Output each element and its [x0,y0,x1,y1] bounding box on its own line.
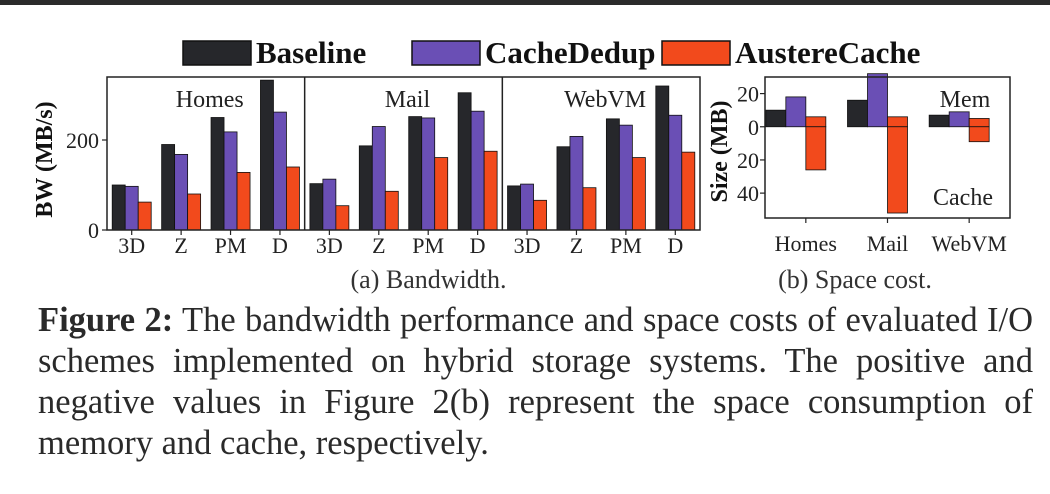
top-border [0,0,1050,5]
x-tick-label-z: Z [570,233,583,258]
bar-webvm-d-cachededup [668,114,683,231]
bar-mail-3d-cachededup [322,178,337,231]
caption-label: Figure 2: [38,301,174,339]
bar-webvm-pm-cachededup [618,124,633,231]
x-tick-label-z: Z [174,233,187,258]
bar-homes-z-austerecache [187,193,202,231]
legend-label-baseline: Baseline [256,35,366,70]
bar-webvm-3d-baseline [507,185,521,231]
x-tick-label-pm: PM [412,233,444,258]
bar-space-webvm-cachededup-mem [948,111,970,128]
bar-homes-pm-cachededup [223,131,238,231]
bar-homes-pm-austerecache [236,171,251,231]
y-tick-label: 40 [737,181,759,206]
bar-space-homes-cachededup-mem [785,96,807,128]
bar-space-homes-baseline-mem [765,109,787,128]
bar-mail-z-austerecache [384,190,399,231]
bar-homes-z-baseline [161,144,176,231]
legend-swatch-austerecache [661,40,731,66]
bandwidth-chart: Homes 3D Z PM D Mail 3D Z PM D WebVM 3D Z PM D 0 200 BW (… [32,76,701,294]
annotation-cache: Cache [933,185,993,211]
bar-homes-d-austerecache [286,166,300,231]
figure-2-chart: Baseline CacheDedup AustereCache Homes 3D Z P… [32,35,1011,294]
bar-space-mail-cachededup-mem [867,73,888,128]
bar-mail-pm-cachededup [421,117,436,231]
bar-homes-3d-austerecache [137,201,152,231]
plot-frame-a [106,76,701,231]
bar-webvm-z-austerecache [582,187,597,231]
annotation-mem: Mem [940,87,991,113]
y-tick-label: 20 [737,148,759,173]
x-tick-label-d: D [272,233,288,258]
bar-webvm-pm-baseline [605,118,620,231]
x-tick-label-d: D [470,233,486,258]
bar-mail-pm-austerecache [434,157,449,231]
legend-label-austerecache: AustereCache [735,35,920,70]
x-tick-label-d: D [667,233,683,258]
bar-webvm-pm-austerecache [631,157,646,231]
bar-webvm-z-cachededup [569,135,584,231]
bar-webvm-3d-austerecache [533,199,547,231]
legend-swatch-cachededup [411,40,481,66]
bar-webvm-3d-cachededup [520,183,534,231]
bar-space-mail-austerecache-cache [887,126,908,214]
y-axis-title-bandwidth: BW (MB/s) [32,101,58,217]
x-tick-label-3d: 3D [316,233,343,258]
y-tick-label: 20 [737,82,759,107]
bar-space-homes-austerecache-cache [805,126,827,171]
bar-mail-3d-baseline [309,183,324,231]
bar-space-homes-austerecache-mem [805,116,827,128]
bar-homes-d-baseline [260,79,274,231]
y-axis-title-space: Size (MB) [707,101,733,203]
legend: Baseline CacheDedup AustereCache [182,35,920,70]
bar-mail-d-baseline [457,92,472,231]
plot-frame-b [764,76,1011,219]
panel-title-webvm: WebVM [564,87,646,113]
y-tick-label: 0 [88,218,99,243]
x-tick-label-pm: PM [215,233,247,258]
bar-homes-pm-baseline [210,117,225,231]
subcaption-bandwidth: (a) Bandwidth. [351,265,507,294]
panel-title-homes: Homes [176,87,244,113]
bar-mail-z-baseline [358,145,373,231]
figure-caption: Figure 2: The bandwidth performance and … [38,300,1033,464]
legend-swatch-baseline [182,40,252,66]
legend-label-cachededup: CacheDedup [485,35,656,70]
y-tick-label: 200 [66,128,99,153]
caption-text: The bandwidth performance and space cost… [38,301,1033,462]
bar-webvm-d-baseline [655,85,670,231]
bar-mail-3d-austerecache [335,205,350,231]
bar-mail-d-cachededup [470,110,485,231]
x-tick-label-3d: 3D [514,233,541,258]
x-tick-label-mail: Mail [867,231,909,256]
x-tick-label-pm: PM [610,233,642,258]
x-tick-label-z: Z [372,233,385,258]
bar-homes-3d-baseline [111,184,126,231]
bar-mail-d-austerecache [483,150,498,231]
bar-space-mail-baseline-mem [847,99,868,128]
bar-homes-d-cachededup [273,111,287,231]
bar-homes-z-cachededup [174,153,189,231]
y-tick-label: 0 [748,115,759,140]
x-tick-label-webvm: WebVM [932,231,1007,256]
bar-space-webvm-austerecache-mem [968,118,990,128]
bar-mail-pm-baseline [408,116,423,231]
x-tick-label-homes: Homes [775,231,837,256]
bar-space-webvm-baseline-mem [928,114,950,128]
bar-space-mail-austerecache-mem [887,116,908,128]
bar-webvm-d-austerecache [681,151,696,231]
bar-webvm-z-baseline [556,146,571,231]
x-tick-label-3d: 3D [118,233,145,258]
bar-mail-z-cachededup [371,126,386,231]
bar-space-webvm-austerecache-cache [968,126,990,143]
bar-homes-3d-cachededup [124,185,139,231]
panel-title-mail: Mail [385,87,431,113]
subcaption-space: (b) Space cost. [778,265,932,294]
